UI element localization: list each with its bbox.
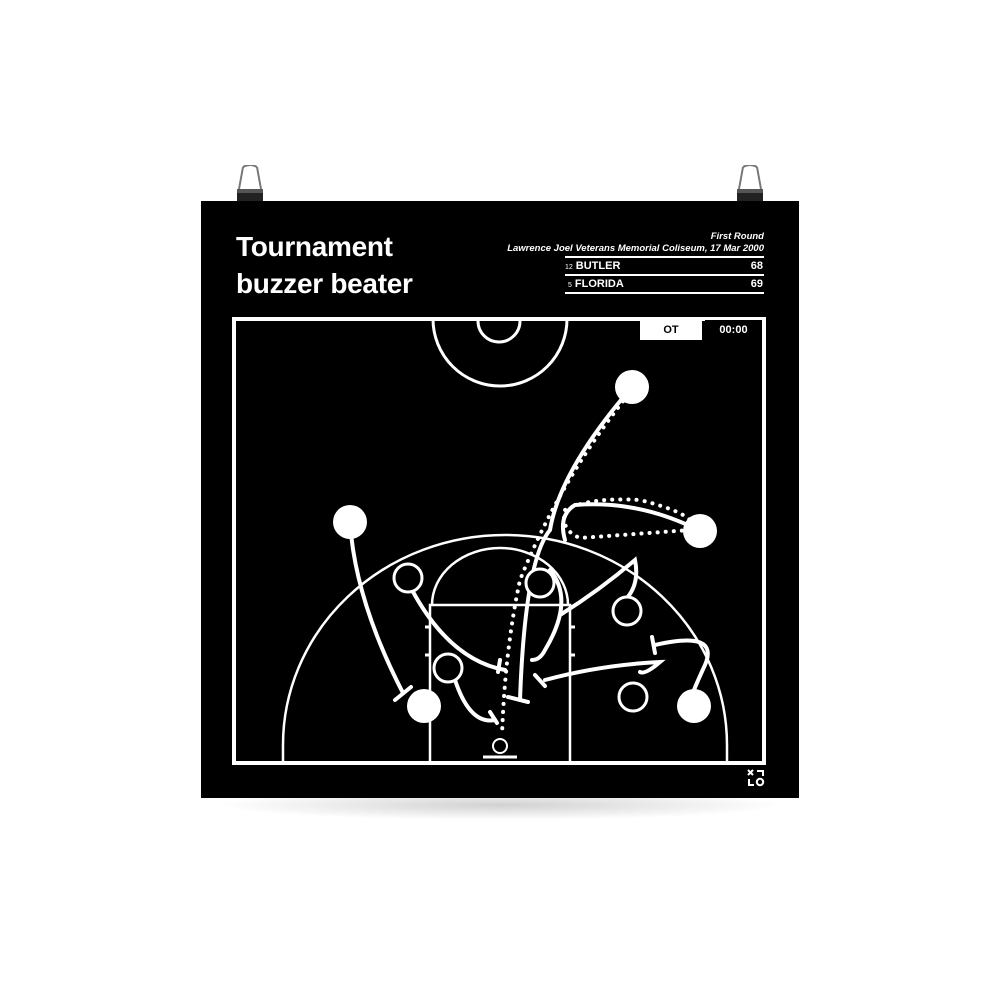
title-line-2: buzzer beater xyxy=(236,268,413,299)
period-label: OT xyxy=(640,320,702,340)
pass-paths xyxy=(500,393,692,737)
defense-player xyxy=(611,595,643,627)
offense-players xyxy=(333,370,717,723)
movement-paths xyxy=(348,385,710,725)
three-point-arc xyxy=(281,533,729,763)
poster-title: Tournament buzzer beater xyxy=(236,228,413,302)
defense-player xyxy=(524,567,556,599)
round-label: First Round xyxy=(710,231,764,242)
offense-player xyxy=(615,370,649,404)
cut-path xyxy=(518,385,634,702)
cut-path xyxy=(653,638,710,692)
defense-players xyxy=(392,562,649,713)
offense-player xyxy=(333,505,367,539)
cut-path xyxy=(558,556,639,617)
team-name: BUTLER xyxy=(575,260,621,272)
offense-player xyxy=(407,689,441,723)
cut-path xyxy=(410,588,507,672)
team-name: FLORIDA xyxy=(574,278,624,290)
cut-path xyxy=(453,678,497,723)
game-clock: 00:00 xyxy=(705,320,762,340)
offense-player xyxy=(677,689,711,723)
free-throw-circle xyxy=(430,546,570,606)
defense-player xyxy=(392,562,424,594)
cut-path xyxy=(543,659,666,682)
basketball-icon xyxy=(492,738,508,754)
screen-path xyxy=(561,502,702,542)
cut-path xyxy=(530,568,564,662)
center-inner-circle xyxy=(476,320,522,344)
venue-date: Lawrence Joel Veterans Memorial Coliseum… xyxy=(507,243,764,254)
offense-player xyxy=(683,514,717,548)
team-score: 68 xyxy=(750,260,763,272)
defense-player xyxy=(617,681,649,713)
lane-hashes xyxy=(425,625,575,657)
xo-logo-icon xyxy=(747,769,765,787)
team-score: 69 xyxy=(750,278,763,290)
title-line-1: Tournament xyxy=(236,231,393,262)
cut-path xyxy=(348,520,405,695)
game-meta: First Round Lawrence Joel Veterans Memor… xyxy=(507,231,764,255)
defense-player xyxy=(432,652,464,684)
center-circle xyxy=(431,318,569,388)
team-seed: 12 xyxy=(565,264,573,271)
court-lines xyxy=(232,317,766,765)
lane xyxy=(428,603,572,763)
court-boundary xyxy=(232,317,766,765)
team-seed: 5 xyxy=(568,282,572,289)
pass-path xyxy=(500,393,630,737)
